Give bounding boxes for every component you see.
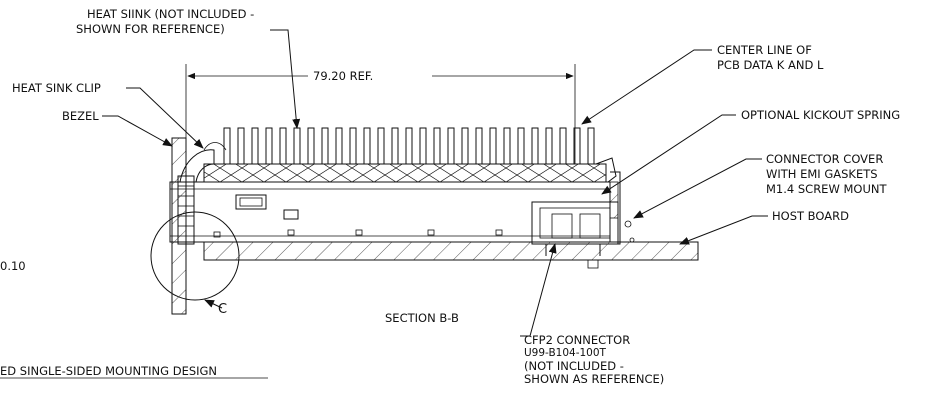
heat-sink-fin bbox=[461, 127, 469, 165]
connector-cover-label-3: M1.4 SCREW MOUNT bbox=[766, 182, 887, 196]
section-label: SECTION B-B bbox=[385, 311, 459, 325]
heat-sink-fin bbox=[559, 127, 567, 165]
heat-sink-fin bbox=[251, 127, 259, 165]
front-stack bbox=[177, 175, 195, 245]
heat-sink-fin bbox=[349, 127, 357, 165]
cfp2-label-4: SHOWN AS REFERENCE) bbox=[524, 372, 664, 386]
heat-sink-fin bbox=[321, 127, 329, 165]
heat-sink-fin bbox=[377, 127, 385, 165]
heat-sink-clip-leader bbox=[126, 87, 204, 149]
heat-sink-fin bbox=[293, 127, 301, 165]
heat-sink-fin bbox=[475, 127, 483, 165]
bezel-leader bbox=[102, 115, 173, 147]
heat-sink-fin bbox=[489, 127, 497, 165]
heat-sink-fin bbox=[447, 127, 455, 165]
heat-sink-fin bbox=[335, 127, 343, 165]
cfp2-label-3: (NOT INCLUDED - bbox=[524, 359, 624, 373]
dimension-label: 79.20 REF. bbox=[313, 69, 373, 83]
detail-c-letter: C bbox=[218, 302, 227, 317]
bezel-label: BEZEL bbox=[62, 109, 99, 123]
heat-sink-fin bbox=[279, 127, 287, 165]
heat-sink-label-2: SHOWN FOR REFERENCE) bbox=[76, 22, 225, 36]
host-board bbox=[203, 241, 699, 261]
heat-sink-fin bbox=[405, 127, 413, 165]
heat-sink-fin bbox=[307, 127, 315, 165]
heat-sink-leader bbox=[270, 29, 301, 129]
connector-cover-leader bbox=[633, 158, 762, 219]
heat-sink-fin bbox=[545, 127, 553, 165]
module-body bbox=[169, 181, 611, 243]
detail-c-leader bbox=[204, 299, 223, 309]
heat-sink-fin bbox=[265, 127, 273, 165]
center-line-leader bbox=[581, 49, 712, 125]
bottom-partial-label: ED SINGLE-SIDED MOUNTING DESIGN bbox=[0, 364, 217, 378]
cfp2-label-2: U99-B104-100T bbox=[524, 347, 607, 359]
heat-sink-fin bbox=[517, 127, 525, 165]
left-partial-label: 0.10 bbox=[0, 259, 26, 273]
heat-sink-label-1: HEAT SIINK (NOT INCLUDED - bbox=[87, 7, 254, 21]
host-board-leader bbox=[679, 215, 768, 245]
connector-cover-label-1: CONNECTOR COVER bbox=[766, 152, 883, 166]
kickout-spring-leader bbox=[601, 114, 736, 195]
heat-sink-fin bbox=[419, 127, 427, 165]
heat-sink-clip-label: HEAT SINK CLIP bbox=[12, 81, 101, 95]
center-line-label-1: CENTER LINE OF bbox=[717, 43, 812, 57]
kickout-spring-label: OPTIONAL KICKOUT SPRING bbox=[741, 108, 900, 122]
center-line-label-2: PCB DATA K AND L bbox=[717, 58, 824, 72]
heat-sink-fin bbox=[433, 127, 441, 165]
heat-sink-clip bbox=[179, 149, 215, 183]
heat-sink-fin bbox=[587, 127, 595, 165]
heat-sink-fin bbox=[503, 127, 511, 165]
heat-sink-fins bbox=[223, 127, 595, 165]
heat-sink-fin bbox=[223, 127, 231, 165]
cfp2-leader bbox=[520, 243, 557, 337]
connector-cover-label-2: WITH EMI GASKETS bbox=[766, 167, 878, 181]
heat-sink-fin bbox=[237, 127, 245, 165]
heat-sink-fin bbox=[363, 127, 371, 165]
cfp2-label-1: CFP2 CONNECTOR bbox=[524, 333, 630, 347]
heat-sink-fin bbox=[531, 127, 539, 165]
detail-c-circle bbox=[150, 211, 240, 301]
heat-sink-base bbox=[203, 163, 607, 183]
heat-sink-fin bbox=[391, 127, 399, 165]
host-board-label: HOST BOARD bbox=[772, 209, 849, 223]
